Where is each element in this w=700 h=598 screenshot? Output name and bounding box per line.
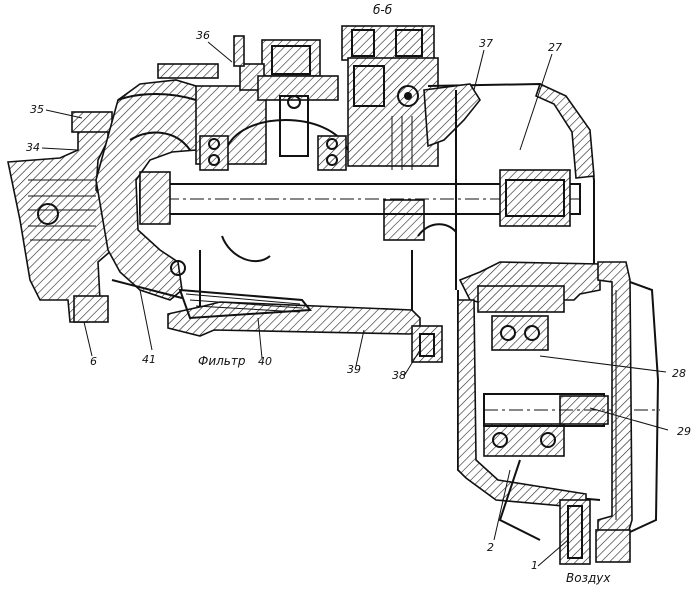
leader-39 — [355, 329, 365, 367]
label-1: 1 — [531, 559, 538, 572]
label-section-b-b: б-б — [373, 3, 393, 17]
leader-1 — [537, 539, 569, 567]
right-main-housing — [417, 82, 595, 290]
label-38: 38 — [392, 369, 406, 382]
label-6: 6 — [90, 355, 97, 368]
lower-gearbox — [457, 261, 660, 541]
leader-2 — [493, 469, 511, 541]
label-2: 2 — [487, 541, 494, 554]
label-29: 29 — [677, 425, 691, 438]
label-27: 27 — [548, 41, 562, 54]
lower-bearing-bottom — [483, 423, 565, 457]
leader-6 — [83, 321, 93, 357]
label-35: 35 — [30, 103, 44, 116]
leader-37 — [473, 49, 485, 91]
leader-28 — [539, 355, 667, 373]
leader-40 — [257, 317, 263, 359]
label-36: 36 — [196, 29, 210, 42]
leader-34 — [41, 147, 79, 151]
label-filter: Фильтр — [198, 354, 246, 368]
label-37: 37 — [479, 37, 493, 50]
leader-38 — [403, 349, 421, 377]
air-inlet-fitting — [559, 499, 631, 565]
leader-29 — [589, 407, 669, 431]
lower-bearing-top — [491, 315, 549, 351]
leader-27 — [519, 53, 553, 151]
label-40: 40 — [258, 355, 272, 368]
drain-plug — [411, 325, 443, 363]
leader-lines — [41, 41, 669, 567]
upper-bearing-left — [199, 135, 229, 171]
central-shaft — [139, 169, 581, 227]
label-34: 34 — [26, 141, 40, 154]
leader-41 — [139, 289, 153, 351]
label-39: 39 — [347, 363, 361, 376]
upper-bearing-right — [317, 135, 347, 171]
intermediate-housing — [167, 235, 421, 337]
label-28: 28 — [672, 367, 686, 380]
leader-36 — [207, 41, 233, 63]
label-41: 41 — [142, 353, 156, 366]
left-input-flange — [7, 111, 113, 323]
section-b-b-column — [341, 25, 439, 241]
label-air: Воздух — [566, 571, 611, 585]
upper-gear-housing — [157, 35, 349, 171]
leader-35 — [45, 109, 83, 119]
